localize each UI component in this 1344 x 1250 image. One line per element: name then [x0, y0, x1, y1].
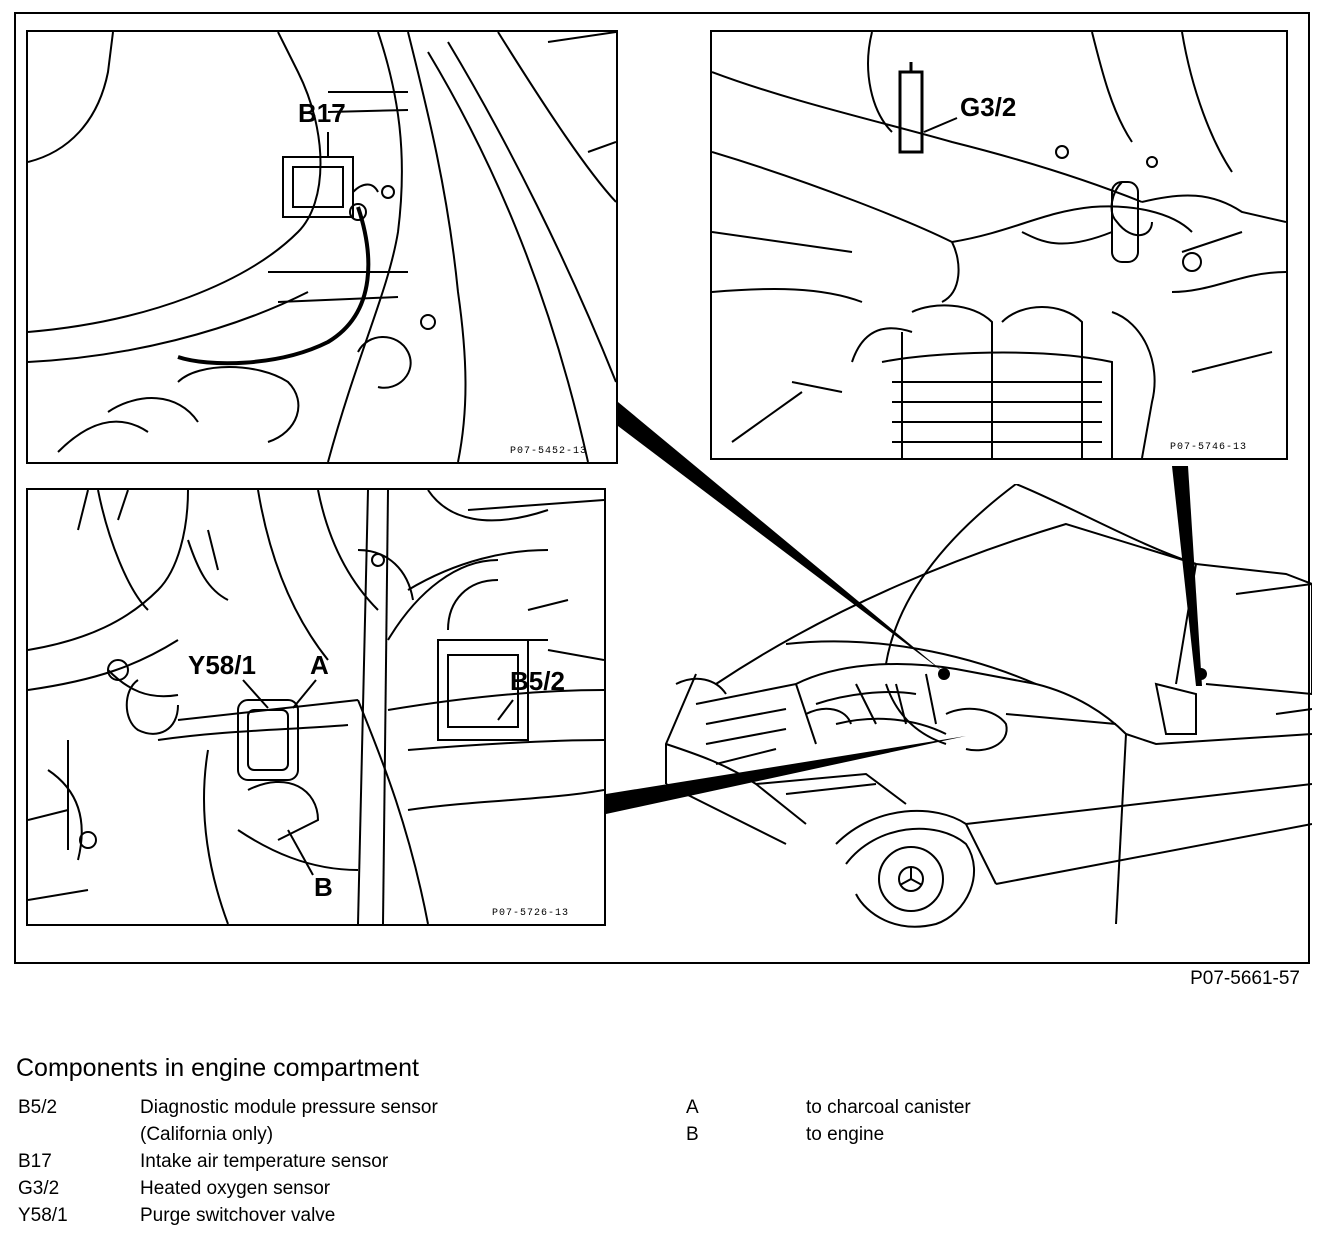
label-b17: B17: [298, 98, 346, 128]
label-a: A: [310, 650, 329, 680]
inset-b52-drawing: [28, 490, 604, 924]
inset-g32-code: P07-5746-13: [1170, 442, 1248, 453]
legend-item-g32: G3/2 Heated oxygen sensor: [18, 1175, 438, 1202]
inset-g32-drawing: [712, 32, 1286, 458]
main-figure-code: P07-5661-57: [1190, 968, 1300, 989]
legend-desc: Purge switchover valve: [140, 1205, 336, 1226]
car-outline: [665, 484, 1312, 928]
pointer-wedges: [606, 402, 1207, 814]
inset-b17: B17 P07-5452-13: [26, 30, 618, 464]
legend-desc: to charcoal canister: [806, 1097, 971, 1118]
diagram-frame: B17 P07-5452-13: [14, 12, 1312, 966]
legend-item-b17: B17 Intake air temperature sensor: [18, 1148, 438, 1175]
inset-b52: Y58/1 A B5/2 B P07-5726-13: [26, 488, 606, 926]
car-drawing: [636, 484, 1312, 966]
label-b52: B5/2: [510, 666, 565, 696]
legend-item-y581: Y58/1 Purge switchover valve: [18, 1202, 438, 1229]
legend-left: B5/2 Diagnostic module pressure sensor (…: [18, 1094, 438, 1229]
legend-item-b52: B5/2 Diagnostic module pressure sensor: [18, 1094, 438, 1121]
legend-key: B5/2: [18, 1097, 58, 1118]
label-b: B: [314, 872, 333, 902]
legend-item-a: A to charcoal canister: [686, 1094, 971, 1121]
legend-key: B: [686, 1124, 699, 1145]
inset-g32: G3/2 P07-5746-13: [710, 30, 1288, 460]
inset-b52-code: P07-5726-13: [492, 908, 570, 919]
legend-desc: Heated oxygen sensor: [140, 1178, 331, 1199]
legend-title: Components in engine compartment: [16, 1054, 420, 1082]
label-y581: Y58/1: [188, 650, 256, 680]
legend-key: A: [686, 1097, 699, 1118]
legend-key: Y58/1: [18, 1205, 68, 1226]
legend-desc: to engine: [806, 1124, 885, 1145]
legend-key: G3/2: [18, 1178, 60, 1199]
inset-b17-drawing: [28, 32, 616, 462]
legend-key: B17: [18, 1151, 52, 1172]
legend-desc: Diagnostic module pressure sensor: [140, 1097, 438, 1118]
label-g32: G3/2: [960, 92, 1017, 122]
legend-item-b: B to engine: [686, 1121, 971, 1148]
legend-right: A to charcoal canister B to engine: [686, 1094, 971, 1148]
legend-item-b52-note: (California only): [18, 1121, 438, 1148]
legend-desc-note: (California only): [140, 1124, 274, 1145]
legend-desc: Intake air temperature sensor: [140, 1151, 389, 1172]
inset-b17-code: P07-5452-13: [510, 446, 588, 457]
